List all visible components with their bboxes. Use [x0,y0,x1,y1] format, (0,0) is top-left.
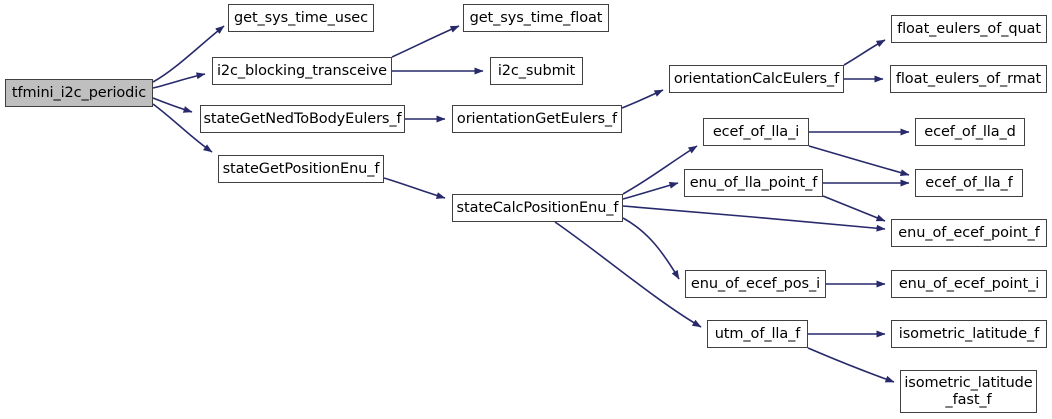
graph-node-stateGetNedToBodyEulers_f[interactable]: stateGetNedToBodyEulers_f [200,105,405,133]
graph-node-ecef_of_lla_f[interactable]: ecef_of_lla_f [915,169,1023,197]
graph-node-ecef_of_lla_i[interactable]: ecef_of_lla_i [703,118,809,146]
graph-edge-utm_of_lla_f--isometric_latitude_fast_f [807,347,895,383]
graph-edge-stateGetPositionEnu_f--stateCalcPositionEnu_f [383,177,446,199]
graph-node-enu_of_lla_point_f[interactable]: enu_of_lla_point_f [684,169,823,197]
graph-edge-stateCalcPositionEnu_f--enu_of_ecef_pos_i [622,217,680,280]
graph-node-orientationGetEulers_f[interactable]: orientationGetEulers_f [452,105,622,133]
graph-node-tfmini_i2c_periodic[interactable]: tfmini_i2c_periodic [5,79,153,107]
graph-node-isometric_latitude_f[interactable]: isometric_latitude_f [891,320,1047,348]
graph-edge-orientationGetEulers_f--orientationCalcEulers_f [621,89,664,109]
graph-edge-stateCalcPositionEnu_f--enu_of_ecef_point_f [622,205,886,232]
graph-edge-i2c_blocking_transceive--get_sys_time_float [391,25,460,58]
graph-edge-tfmini_i2c_periodic--stateGetNedToBodyEulers_f [152,97,193,113]
graph-node-float_eulers_of_quat[interactable]: float_eulers_of_quat [891,15,1047,43]
graph-node-stateCalcPositionEnu_f[interactable]: stateCalcPositionEnu_f [452,194,623,222]
graph-edge-enu_of_lla_point_f--enu_of_ecef_point_f [822,195,886,222]
graph-node-get_sys_time_float[interactable]: get_sys_time_float [463,4,609,32]
graph-node-isometric_latitude_fast_f[interactable]: isometric_latitude _fast_f [900,370,1037,413]
graph-edge-stateCalcPositionEnu_f--utm_of_lla_f [554,221,702,328]
graph-edge-orientationCalcEulers_f--float_eulers_of_quat [843,39,886,66]
graph-node-enu_of_ecef_point_i[interactable]: enu_of_ecef_point_i [891,270,1047,298]
graph-node-orientationCalcEulers_f[interactable]: orientationCalcEulers_f [669,65,844,93]
graph-edge-ecef_of_lla_i--ecef_of_lla_f [808,145,910,177]
graph-node-i2c_blocking_transceive[interactable]: i2c_blocking_transceive [212,57,392,85]
graph-node-utm_of_lla_f[interactable]: utm_of_lla_f [707,320,808,348]
graph-node-enu_of_ecef_point_f[interactable]: enu_of_ecef_point_f [891,219,1047,247]
graph-node-ecef_of_lla_d[interactable]: ecef_of_lla_d [915,118,1025,146]
graph-edge-stateCalcPositionEnu_f--enu_of_lla_point_f [622,181,679,200]
graph-node-get_sys_time_usec[interactable]: get_sys_time_usec [228,4,374,32]
graph-node-enu_of_ecef_pos_i[interactable]: enu_of_ecef_pos_i [685,270,826,298]
graph-edge-tfmini_i2c_periodic--i2c_blocking_transceive [152,72,206,89]
graph-node-float_eulers_of_rmat[interactable]: float_eulers_of_rmat [890,65,1047,93]
graph-node-i2c_submit[interactable]: i2c_submit [490,57,583,85]
graph-node-stateGetPositionEnu_f[interactable]: stateGetPositionEnu_f [218,155,384,183]
